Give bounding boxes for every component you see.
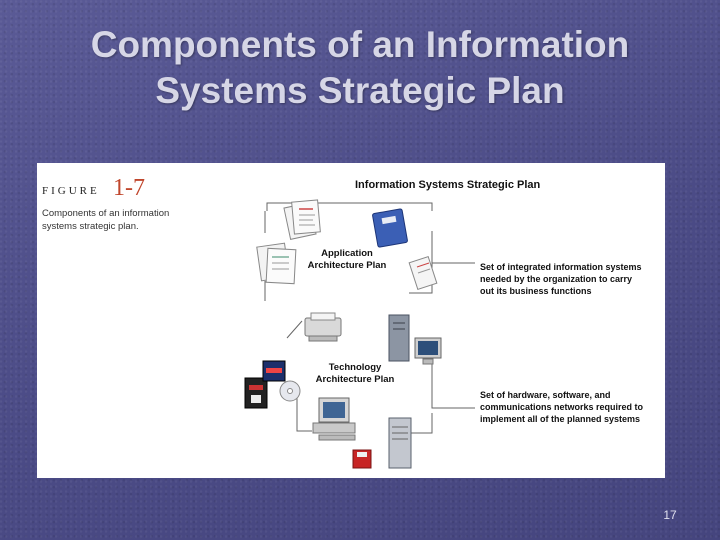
technology-label-line-1: Technology — [329, 362, 382, 373]
document-stack-icon — [283, 199, 321, 240]
connector-lines — [264, 202, 475, 434]
application-label-line-1: Application — [321, 248, 373, 259]
top-connector — [266, 202, 433, 211]
file-server-icon — [388, 417, 412, 469]
forms-icon — [408, 255, 438, 291]
technology-description-line-1: Set of hardware, software, and — [480, 390, 611, 400]
application-label-line-2: Architecture Plan — [308, 260, 387, 271]
figure-panel: FIGURE 1-7 Components of an information … — [37, 163, 665, 478]
cd-disc-icon — [279, 380, 301, 402]
slide-title: Components of an Information Systems Str… — [0, 22, 720, 114]
figure-caption: Components of an information systems str… — [42, 208, 170, 232]
slide-title-line-1: Components of an Information — [90, 24, 630, 65]
application-description-line-3: out its business functions — [480, 286, 592, 296]
monitor-icon — [414, 337, 442, 365]
server-tower-icon — [388, 314, 410, 362]
binder-icon — [372, 208, 408, 248]
diagram-top-label: Information Systems Strategic Plan — [355, 179, 540, 191]
page-number: 17 — [663, 508, 677, 522]
application-description-line-2: needed by the organization to carry — [480, 274, 632, 284]
application-description-line-1: Set of integrated information systems — [480, 262, 642, 272]
figure-label: FIGURE — [42, 185, 100, 197]
printer-icon — [304, 312, 342, 342]
technology-description-line-3: implement all of the planned systems — [480, 414, 640, 424]
desktop-computer-icon — [312, 397, 356, 441]
application-loop — [264, 211, 475, 301]
technology-label-line-2: Architecture Plan — [316, 374, 395, 385]
slide-title-line-2: Systems Strategic Plan — [155, 70, 565, 111]
report-stack-icon — [256, 242, 297, 285]
strategic-plan-diagram: Information Systems Strategic Plan — [244, 179, 644, 469]
technology-loop — [286, 320, 475, 434]
floppy-disk-icon — [352, 449, 372, 469]
software-boxes-icon — [244, 360, 286, 409]
figure-number: 1-7 — [113, 175, 145, 201]
technology-description-line-2: communications networks required to — [480, 402, 644, 412]
